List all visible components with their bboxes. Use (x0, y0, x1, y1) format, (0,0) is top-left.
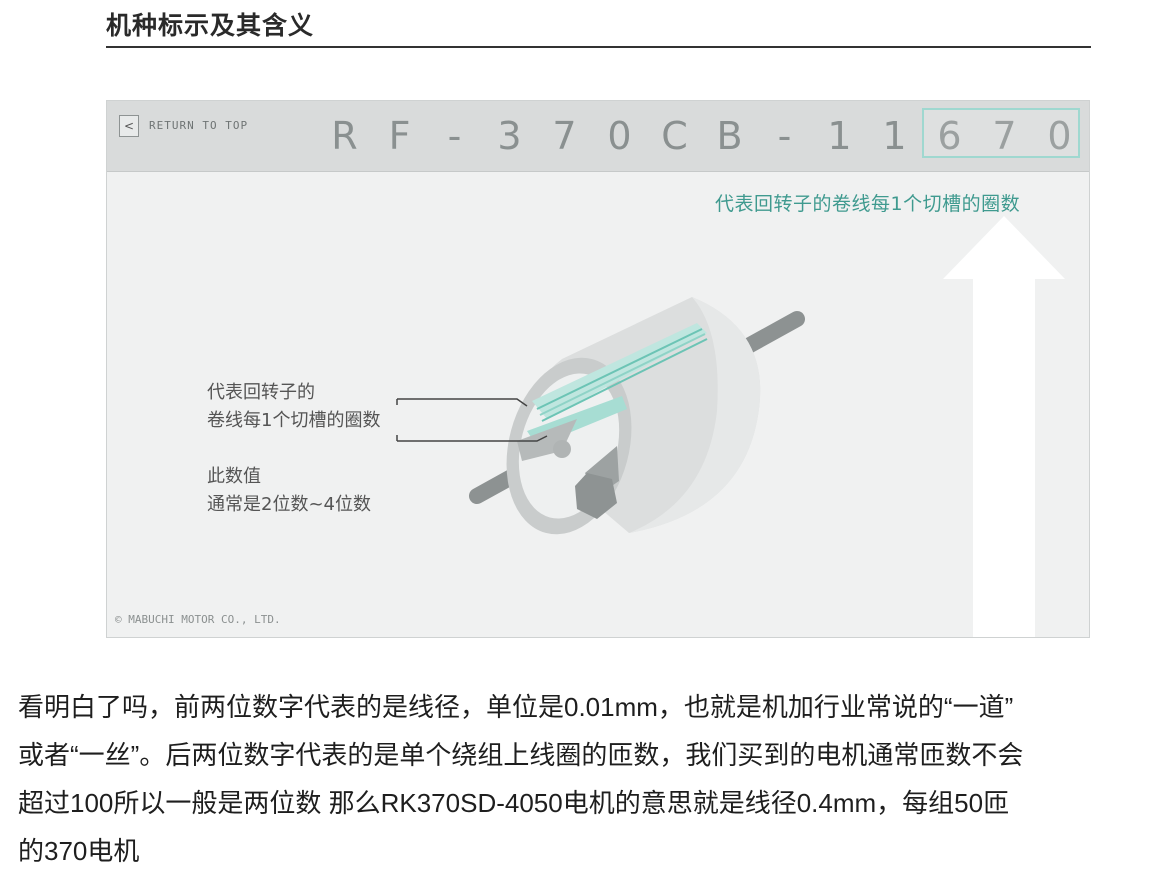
model-char: R (331, 114, 358, 158)
motor-illustration (469, 297, 805, 535)
model-char: - (777, 114, 792, 158)
model-char: 0 (607, 114, 632, 158)
title-divider (106, 46, 1091, 48)
digit-note-line2: 通常是2位数~4位数 (207, 494, 371, 515)
model-char: B (716, 114, 743, 158)
motor-figure: < RETURN TO TOP R F - 3 7 0 C B - 1 1 6 … (106, 100, 1090, 638)
section-title: 机种标示及其含义 (106, 11, 315, 40)
model-char: 1 (827, 114, 852, 158)
paragraph-line: 或者“一丝”。后两位数字代表的是单个绕组上线圈的匝数，我们买到的电机通常匝数不会 (18, 740, 1024, 770)
digit-note: 此数值 通常是2位数~4位数 (207, 463, 371, 519)
model-char: 1 (882, 114, 907, 158)
chevron-left-icon: < (123, 119, 135, 133)
return-to-top-label[interactable]: RETURN TO TOP (149, 119, 249, 132)
figure-header: < RETURN TO TOP R F - 3 7 0 C B - 1 1 6 … (107, 101, 1089, 172)
model-char: 3 (497, 114, 522, 158)
winding-turns-label: 代表回转子的卷线每1个切槽的圈数 (715, 193, 1021, 215)
paragraph-line: 超过100所以一般是两位数 那么RK370SD-4050电机的意思就是线径0.4… (18, 788, 1010, 818)
rotor-callout: 代表回转子的 卷线每1个切槽的圈数 (207, 379, 380, 435)
model-code: R F - 3 7 0 C B - 1 1 6 7 0 (317, 111, 1087, 161)
paragraph-line: 看明白了吗，前两位数字代表的是线径，单位是0.01mm，也就是机加行业常说的“一… (18, 692, 1014, 722)
highlight-box (922, 108, 1080, 158)
digit-note-line1: 此数值 (207, 466, 261, 487)
paragraph-line: 的370电机 (18, 836, 140, 866)
model-char: C (661, 114, 688, 158)
up-arrow-icon (396, 216, 1065, 637)
rotor-callout-line1: 代表回转子的 (207, 382, 315, 403)
model-char: F (388, 114, 411, 158)
model-char: 6 (937, 114, 962, 158)
return-to-top-button[interactable]: < (119, 115, 139, 137)
copyright-text: © MABUCHI MOTOR CO., LTD. (115, 613, 281, 626)
model-char: - (447, 114, 462, 158)
model-char: 7 (552, 114, 577, 158)
model-char: 7 (992, 114, 1017, 158)
model-char: 0 (1047, 114, 1072, 158)
rotor-callout-line2: 卷线每1个切槽的圈数 (207, 410, 381, 431)
explanation-paragraph: 看明白了吗，前两位数字代表的是线径，单位是0.01mm，也就是机加行业常说的“一… (18, 683, 1168, 875)
